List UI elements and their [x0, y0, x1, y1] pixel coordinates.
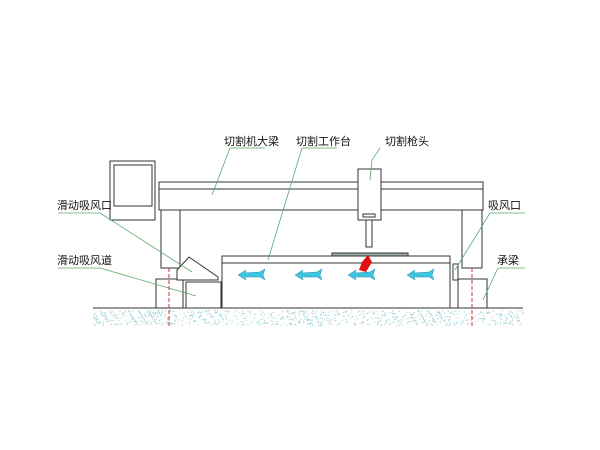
leader-sliding-inlet	[58, 212, 193, 273]
airflow-arrow-icon	[294, 268, 323, 281]
right-leg	[461, 209, 483, 269]
leader-torch	[369, 147, 381, 181]
airflow-arrow-icon	[347, 268, 376, 281]
label-inlet: 吸风口	[488, 199, 521, 212]
steel-plate	[331, 252, 409, 257]
leader-inlet	[454, 212, 525, 271]
torch-head	[357, 168, 382, 221]
airflow-arrow-icon	[237, 268, 266, 281]
cutting-table	[221, 255, 451, 309]
label-sliding-duct: 滑动吸风道	[57, 254, 112, 267]
ground-speckle	[93, 310, 524, 326]
label-table: 切割工作台	[296, 135, 351, 148]
flame	[359, 255, 372, 272]
control-screen	[113, 164, 153, 207]
torch-nozzle	[365, 219, 373, 248]
left-leg	[160, 209, 181, 269]
airflow-arrow-icon	[406, 268, 435, 281]
leader-sliding-duct	[58, 267, 197, 297]
leader-support	[482, 267, 525, 301]
gantry-beam	[158, 181, 484, 211]
label-sliding-inlet: 滑动吸风口	[57, 199, 112, 212]
label-torch: 切割枪头	[385, 135, 429, 148]
right-inlet	[452, 263, 459, 281]
label-beam: 切割机大梁	[224, 135, 279, 148]
sliding-inlet	[176, 256, 219, 281]
leader-beam	[211, 147, 265, 196]
leader-table	[267, 147, 337, 261]
label-support-beam: 承梁	[497, 254, 519, 267]
